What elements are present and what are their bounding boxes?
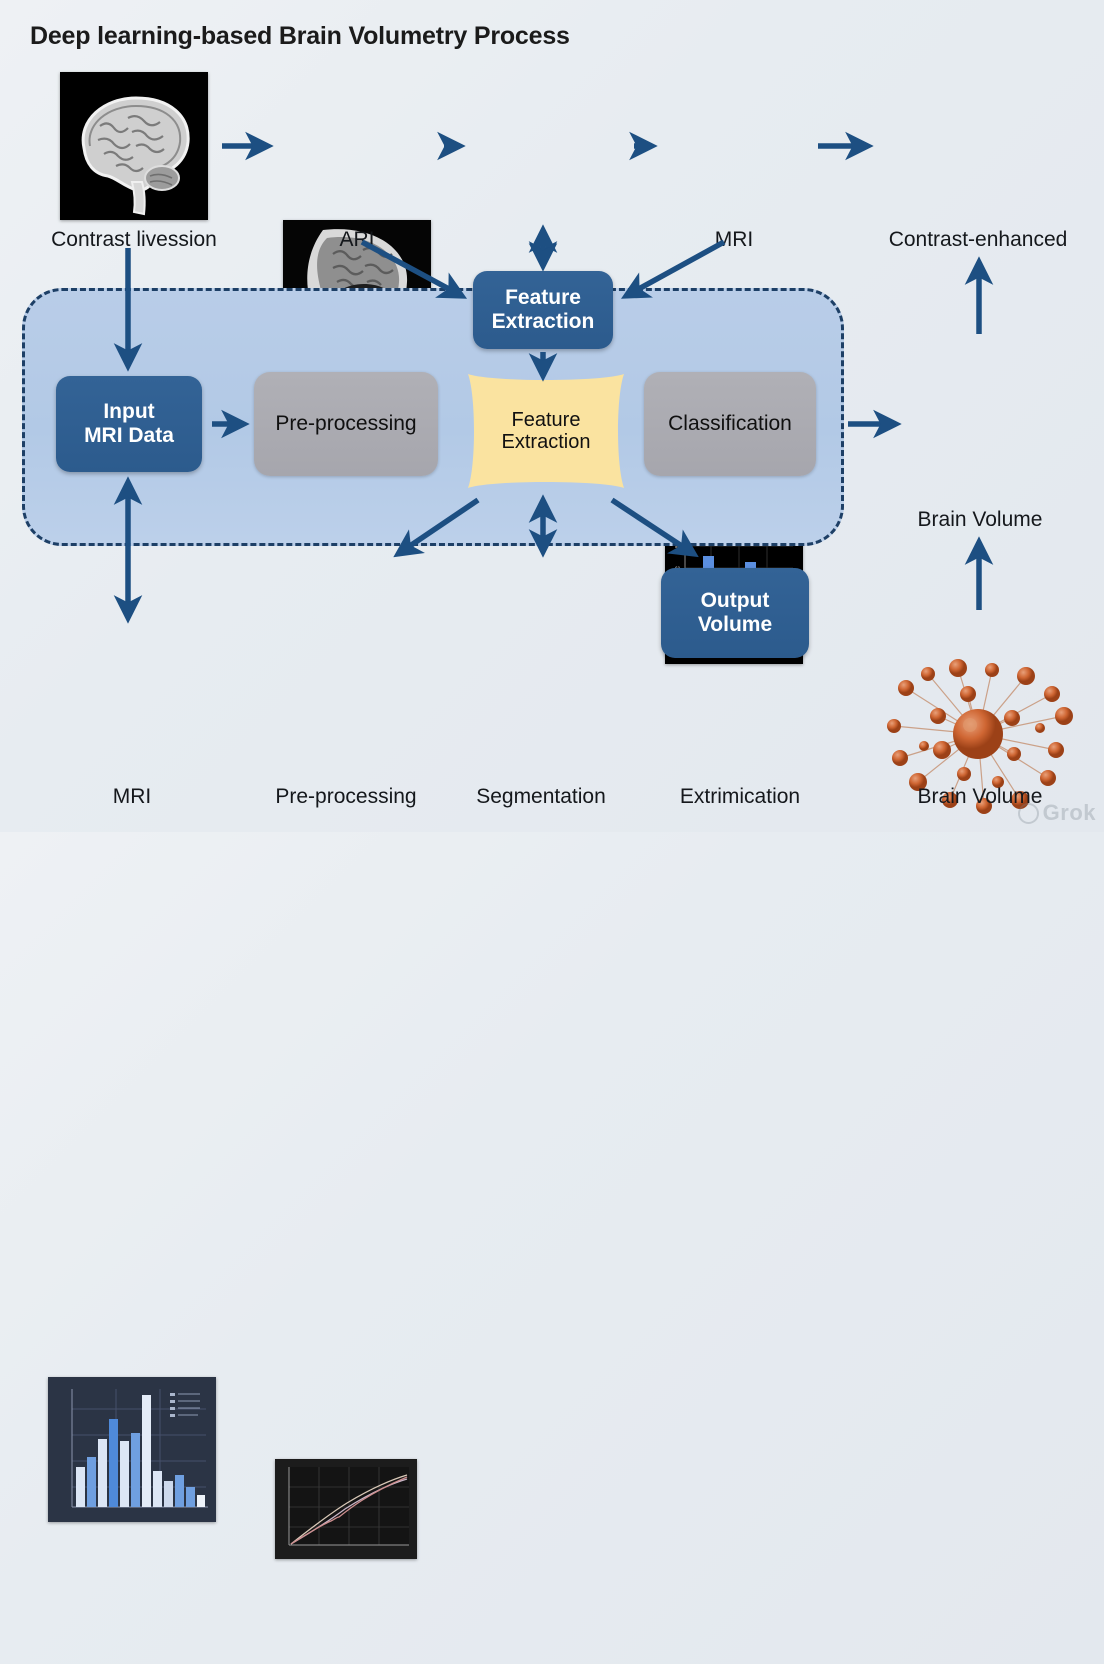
wave-shape-icon [468,374,624,488]
thumb-preprocessing-chart [275,1459,417,1559]
caption-brain-volume-bottom: Brain Volume [917,785,1043,808]
line-chart-icon [275,1459,417,1559]
thumb-contrast-livession [60,72,208,220]
caption-extrimication: Extrimication [679,785,801,808]
thumb-mri-bottom [48,1377,216,1522]
page-title: Deep learning-based Brain Volumetry Proc… [30,22,570,50]
thumb-contrast-enhanced [880,654,1076,814]
feature-extraction-yellow-line2: Extraction [501,431,591,453]
preprocessing-label: Pre-processing [275,412,417,436]
watermark-ring-icon [1017,802,1039,824]
watermark: Grok [1017,800,1096,826]
output-volume-box[interactable]: Output Volume [661,568,809,658]
caption-mri-bottom: MRI [112,785,152,808]
output-volume-line2: Volume [697,613,773,636]
diagram-canvas: Deep learning-based Brain Volumetry Proc… [22,22,1096,1559]
classification-label: Classification [668,412,792,436]
caption-ari: ARI [339,228,375,251]
input-box-line2: MRI Data [84,424,174,447]
watermark-label: Grok [1042,800,1096,825]
feature-extraction-top-line2: Extraction [491,310,595,333]
classification-box[interactable]: Classification [644,372,816,476]
caption-mri-top: MRI [714,228,754,251]
input-box-line1: Input [103,400,155,424]
feature-extraction-yellow-box[interactable]: Feature Extraction [456,368,636,494]
orange-network-molecule-icon [887,659,1073,814]
brain-sagittal-mri-icon [60,72,208,220]
feature-extraction-top-line1: Feature [505,286,581,310]
caption-preprocessing: Pre-processing [275,785,417,808]
feature-extraction-yellow-line1: Feature [511,408,581,431]
caption-contrast-livession: Contrast livession [51,228,217,251]
caption-brain-volume-top: Brain Volume [917,508,1043,531]
caption-segmentation: Segmentation [476,785,606,808]
feature-extraction-top-box[interactable]: Feature Extraction [473,271,613,349]
input-mri-data-box[interactable]: Input MRI Data [56,376,202,472]
preprocessing-box[interactable]: Pre-processing [254,372,438,476]
caption-contrast-enhanced: Contrast-enhanced [888,228,1068,251]
output-volume-line1: Output [700,589,770,613]
blue-bar-chart-icon [48,1377,216,1522]
